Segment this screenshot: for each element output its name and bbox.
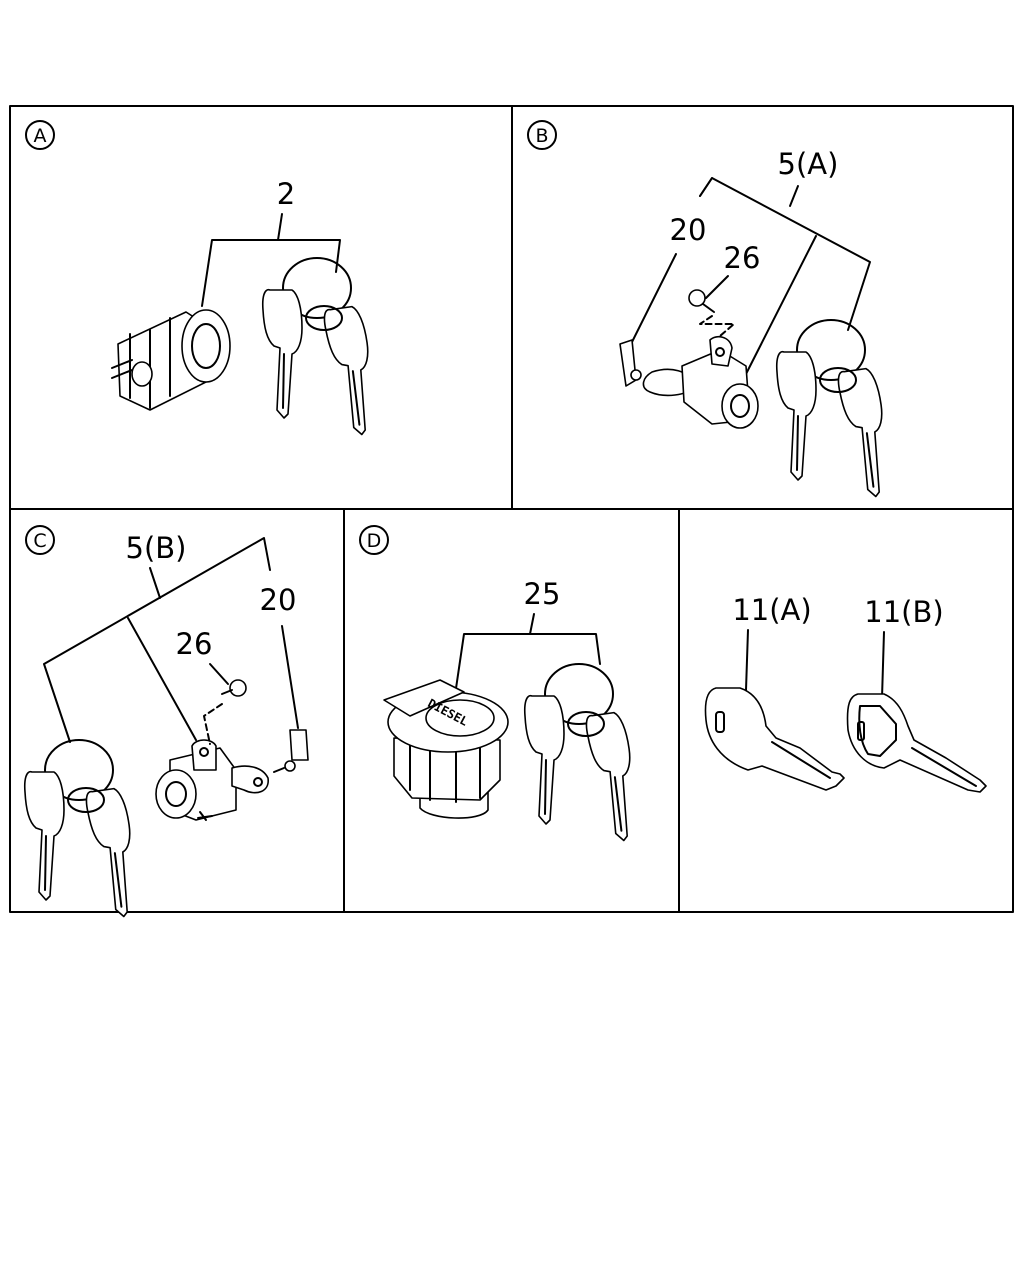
keyset-d	[525, 664, 642, 843]
keyset-b	[777, 320, 894, 499]
callout-11a-leader	[745, 629, 749, 691]
callout-26-b-leader	[705, 275, 729, 299]
panel-a-letter: A	[34, 125, 47, 147]
panel-b-letter: B	[535, 125, 548, 147]
callout-20-c: 20	[260, 583, 297, 617]
door-lock-assembly-c	[155, 739, 269, 821]
panel-d: D 25 DIESEL	[359, 525, 642, 843]
ignition-lock-cylinder	[111, 309, 231, 411]
fuel-cap: DIESEL	[383, 679, 509, 819]
callout-25: 25	[524, 577, 561, 611]
callout-11a: 11(A)	[732, 593, 811, 627]
keyset-a	[263, 258, 380, 437]
callout-2: 2	[277, 177, 295, 211]
panel-c-badge: C	[25, 525, 55, 555]
panel-c: C 5(B) 26 20	[25, 525, 309, 919]
key-11b	[846, 693, 987, 793]
callout-20-b: 20	[670, 213, 707, 247]
rod-clip-20-c	[273, 729, 309, 773]
callout-11b-leader	[881, 631, 885, 699]
callout-26-b: 26	[724, 241, 761, 275]
panel-b-badge: B	[527, 120, 557, 150]
door-lock-assembly-b	[619, 335, 759, 429]
callout-11b: 11(B)	[864, 595, 943, 629]
panel-d-letter: D	[367, 530, 382, 552]
panel-e: 11(A) 11(B)	[704, 593, 987, 793]
panel-b: B 5(A) 20 26	[527, 120, 894, 499]
callout-20-c-leader	[281, 625, 299, 729]
callout-26-c-leader	[209, 663, 229, 685]
panel-a: A 2	[25, 120, 380, 437]
key-11a	[704, 687, 845, 791]
panel-c-letter: C	[33, 530, 46, 552]
callout-5b: 5(B)	[126, 531, 187, 565]
callout-5a-leader	[699, 177, 871, 375]
callout-25-leader	[453, 613, 601, 703]
screw-26-b	[688, 289, 735, 337]
screw-26-c	[203, 679, 247, 745]
callout-2-leader	[201, 213, 341, 307]
keyset-c	[25, 740, 142, 919]
callout-20-b-leader	[631, 253, 677, 343]
callout-5b-leader	[43, 537, 271, 743]
panel-a-badge: A	[25, 120, 55, 150]
callout-26-c: 26	[176, 627, 213, 661]
frame	[9, 105, 1014, 913]
callout-5a: 5(A)	[778, 147, 839, 181]
panel-d-badge: D	[359, 525, 389, 555]
